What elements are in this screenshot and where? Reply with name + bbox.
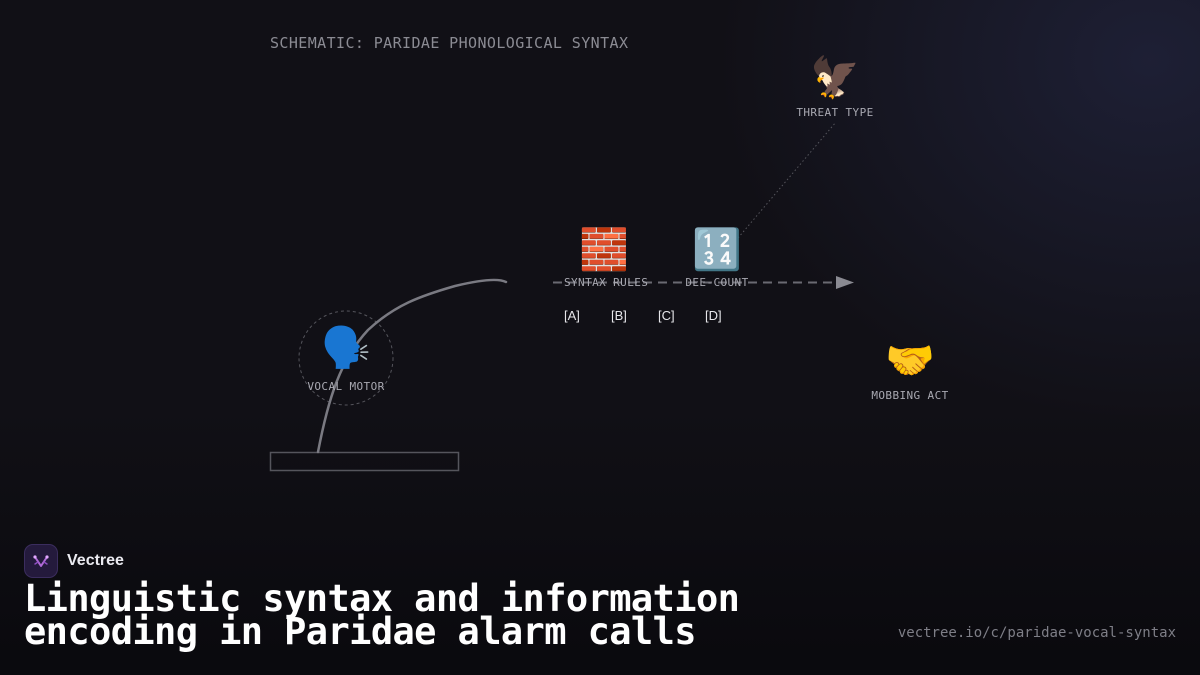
brand-name: Vectree <box>67 552 124 569</box>
page-title: Linguistic syntax and information encodi… <box>24 577 740 653</box>
syntax-rules-node: 🧱 SYNTAX RULES <box>564 227 649 289</box>
handshake-icon: 🤝 <box>885 338 935 384</box>
dee-count-label: DEE-COUNT <box>685 276 749 289</box>
threat-type-label: THREAT TYPE <box>796 106 874 119</box>
syntax-rules-label: SYNTAX RULES <box>564 276 649 289</box>
vocal-motor-label: VOCAL MOTOR <box>307 380 385 393</box>
mobbing-act-label: MOBBING ACT <box>871 389 949 402</box>
vocal-tract-curve <box>316 278 508 454</box>
note-slot-a: [A] <box>564 308 580 323</box>
eagle-icon: 🦅 <box>810 55 860 101</box>
note-slot-b: [B] <box>611 308 627 323</box>
mobbing-act-node: 🤝 MOBBING ACT <box>866 339 954 402</box>
source-url[interactable]: vectree.io/c/paridae-vocal-syntax <box>897 625 1176 641</box>
speaking-head-icon: 🗣️ <box>321 325 371 371</box>
note-slot-c: [C] <box>658 308 675 323</box>
threat-type-node: 🦅 THREAT TYPE <box>793 56 877 119</box>
brick-wall-icon: 🧱 <box>579 227 629 273</box>
threat-link <box>737 121 837 239</box>
base-platform <box>269 451 460 472</box>
note-slot-d: [D] <box>705 308 722 323</box>
syntax-arrow-head <box>836 276 854 289</box>
numbers-icon: 🔢 <box>692 227 742 273</box>
vectree-logo-icon <box>24 544 58 578</box>
brand[interactable]: Vectree <box>24 544 124 578</box>
vocal-motor-ring <box>298 310 394 406</box>
schematic-title: SCHEMATIC: PARIDAE PHONOLOGICAL SYNTAX <box>270 34 629 52</box>
vocal-motor-node: 🗣️ VOCAL MOTOR <box>306 326 386 393</box>
dee-count-node: 🔢 DEE-COUNT <box>677 228 757 289</box>
